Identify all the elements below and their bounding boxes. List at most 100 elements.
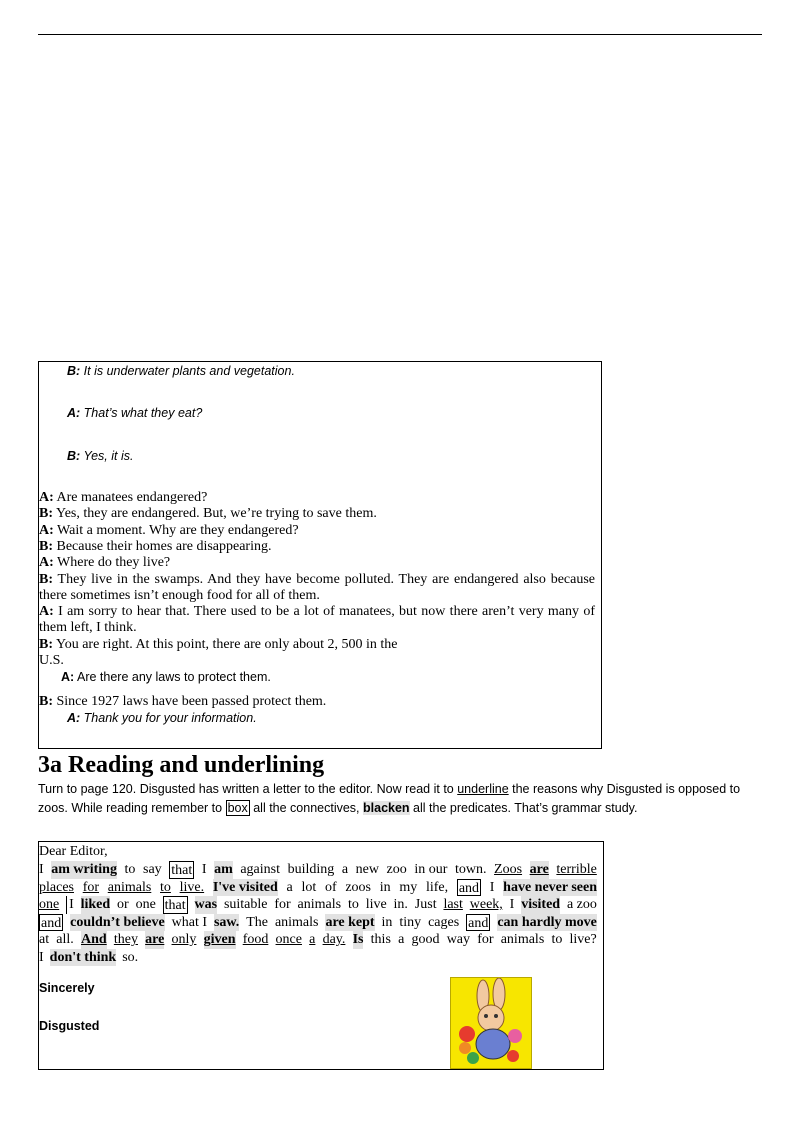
connective-word: that: [162, 896, 188, 914]
letter-word: of: [324, 879, 337, 895]
predicate-word: am: [214, 861, 233, 879]
letter-word: I: [66, 896, 74, 914]
reason-word: only: [171, 932, 197, 947]
predicate-word: Is: [352, 931, 364, 949]
letter-word: good: [411, 932, 440, 947]
letter-word: new: [355, 862, 379, 877]
dialog-line: B: Yes, they are endangered. But, we’re …: [39, 506, 377, 521]
dialog-line: A: Are manatees endangered?: [39, 490, 208, 505]
letter-word: live: [365, 897, 387, 912]
letter-word: cages: [428, 914, 460, 930]
letter-word: a: [398, 932, 405, 947]
box-term: box: [225, 800, 250, 816]
dialog-line: B: They live in the swamps. And they hav…: [39, 572, 595, 604]
letter-word: zoos: [345, 879, 372, 895]
letter-word: one: [135, 897, 156, 912]
reason-word: they: [113, 932, 138, 947]
letter-word: way: [446, 932, 471, 947]
letter-word: zoo: [386, 862, 407, 877]
letter-word: in: [381, 914, 393, 930]
predicate-word: am writing: [51, 861, 117, 879]
predicate-word: couldn’t believe: [70, 913, 165, 931]
reason-word: food: [242, 932, 269, 947]
predicate-word: are: [145, 931, 165, 949]
letter-signature: Disgusted: [39, 1019, 100, 1033]
dialog-line: B: You are right. At this point, there a…: [39, 637, 398, 652]
letter-word: or: [117, 897, 129, 912]
letter-word: tiny: [399, 914, 422, 930]
connective-word: that: [169, 861, 195, 879]
predicate-word: have never seen: [503, 878, 597, 896]
letter-word: I: [39, 862, 44, 877]
dialog-line-thanks: A: Thank you for your information.: [67, 711, 257, 725]
rabbit-illustration: [450, 977, 532, 1069]
dialog-line: B: Because their homes are disappearing.: [39, 539, 272, 554]
top-rule: [38, 34, 762, 35]
dialog-line: U.S.: [39, 653, 64, 668]
reason-word: one: [39, 897, 60, 912]
reason-word: places: [39, 879, 74, 895]
letter-word: for: [477, 932, 494, 947]
reason-word: a: [309, 932, 316, 947]
dialog-italic-line: B: Yes, it is.: [67, 449, 134, 463]
predicate-word: are: [529, 861, 549, 879]
letter-word: to: [551, 932, 563, 947]
predicate-word: And: [80, 931, 107, 949]
letter-word: town.: [454, 862, 487, 877]
dialog-line: A: Where do they live?: [39, 555, 171, 570]
predicate-word: given: [203, 931, 236, 949]
connective-word: and: [466, 913, 491, 931]
connective-word: and: [456, 878, 482, 896]
letter-word: suitable: [223, 897, 268, 912]
letter-word: my: [399, 879, 418, 895]
letter-word: a: [341, 862, 349, 877]
letter-word: life,: [425, 879, 449, 895]
letter-word: this: [370, 932, 391, 947]
letter-word: animals: [274, 914, 319, 930]
letter-closing: Sincerely: [39, 981, 95, 995]
predicate-word: was: [194, 896, 218, 914]
instructions: Turn to page 120. Disgusted has written …: [38, 782, 741, 816]
letter-word: against: [240, 862, 280, 877]
predicate-word: liked: [80, 896, 111, 914]
letter-word: I: [489, 879, 495, 895]
letter-word: animals: [500, 932, 545, 947]
letter-word: in: [379, 879, 391, 895]
letter-word: in our: [414, 862, 448, 877]
underline-term: underline: [457, 782, 509, 796]
reason-word: last: [443, 897, 463, 912]
dialog-line: A: Wait a moment. Why are they endangere…: [39, 523, 299, 538]
letter-word: for: [274, 897, 291, 912]
letter-word: a zoo: [566, 897, 597, 912]
dialog-italic-line: B: It is underwater plants and vegetatio…: [67, 364, 295, 378]
dialog-italic-line: A: That’s what they eat?: [67, 406, 203, 420]
letter-word: at: [39, 932, 50, 947]
letter-word: to: [347, 897, 359, 912]
letter-word: animals: [297, 897, 342, 912]
reason-word: for: [82, 879, 100, 895]
predicate-word: are kept: [325, 913, 375, 931]
letter-word: lot: [301, 879, 317, 895]
reason-word: day.: [322, 932, 346, 947]
letter-word: I: [39, 949, 44, 965]
letter-greeting: Dear Editor,: [39, 844, 108, 859]
dialog-line: A: I am sorry to hear that. There used t…: [39, 604, 595, 636]
connective-word: and: [39, 913, 64, 931]
reason-word: live.: [179, 879, 205, 895]
letter-word: Just: [414, 897, 437, 912]
predicate-word: I've visited: [212, 878, 278, 896]
blacken-term: blacken: [363, 801, 410, 815]
dialog-box: B: It is underwater plants and vegetatio…: [38, 361, 602, 749]
letter-word: all.: [56, 932, 74, 947]
predicate-word: can hardly move: [497, 913, 597, 931]
letter-word: live?: [569, 932, 597, 947]
letter-word: I: [509, 897, 515, 912]
reason-word: to: [160, 879, 171, 895]
letter-word: so.: [122, 949, 139, 965]
letter-word: what I: [171, 914, 208, 930]
